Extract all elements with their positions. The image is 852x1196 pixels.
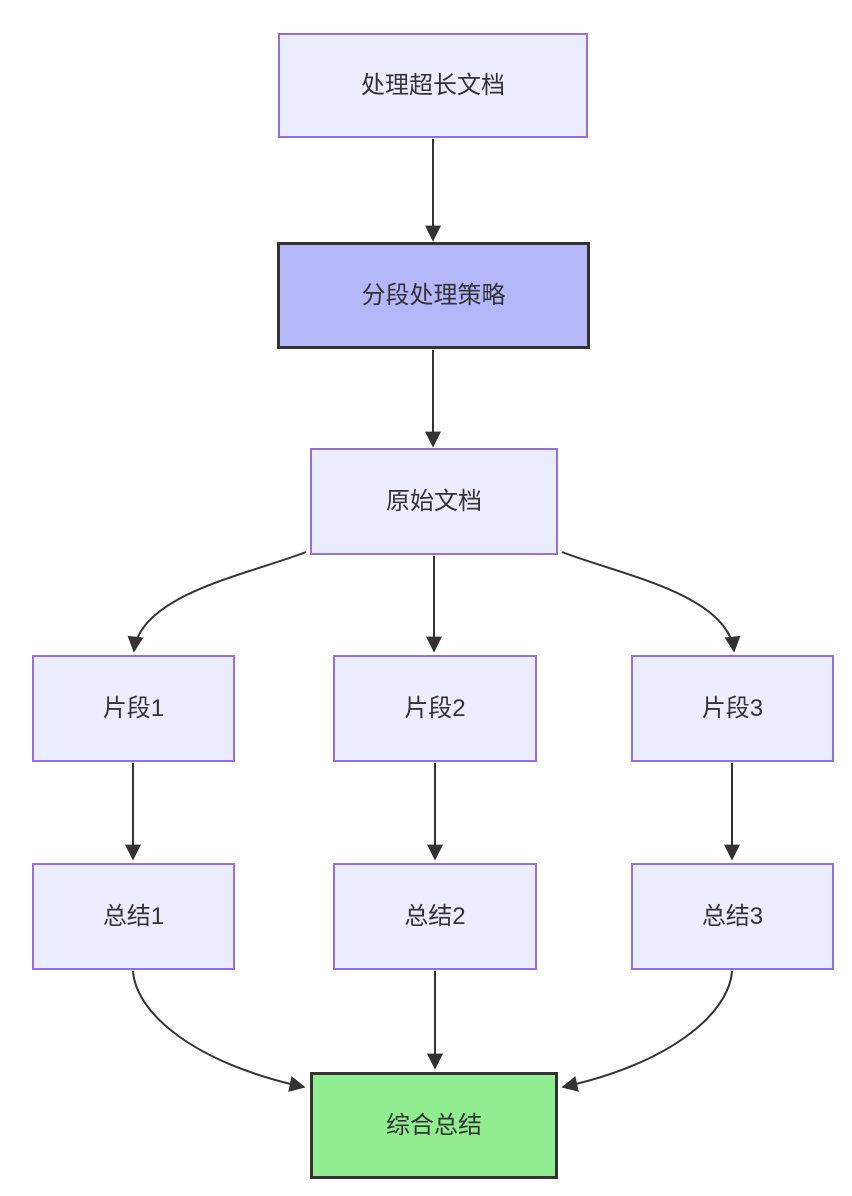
node-label: 总结1 [102, 902, 165, 930]
node-summary-2: 总结2 [333, 863, 537, 970]
node-label: 原始文档 [386, 487, 482, 515]
node-summary-3: 总结3 [631, 863, 834, 970]
node-label: 总结3 [701, 902, 764, 930]
edge-c-to-d3 [561, 551, 741, 653]
node-label: 片段3 [701, 694, 764, 722]
node-label: 总结2 [404, 902, 466, 930]
node-summary-1: 总结1 [32, 863, 235, 970]
node-label: 片段2 [404, 694, 466, 722]
node-segmentation-strategy: 分段处理策略 [277, 242, 590, 349]
node-fragment-3: 片段3 [631, 655, 834, 762]
edge-e3-to-f [561, 970, 733, 1092]
node-label: 处理超长文档 [361, 71, 505, 99]
node-fragment-1: 片段1 [32, 655, 235, 762]
node-original-document: 原始文档 [310, 448, 558, 555]
node-final-summary: 综合总结 [310, 1072, 558, 1179]
node-process-long-document: 处理超长文档 [278, 33, 588, 138]
edge-e1-to-f [132, 970, 306, 1092]
node-label: 分段处理策略 [361, 281, 506, 309]
node-fragment-2: 片段2 [333, 655, 537, 762]
node-label: 综合总结 [386, 1111, 482, 1139]
edge-c-to-d1 [127, 551, 307, 653]
node-label: 片段1 [102, 694, 165, 722]
